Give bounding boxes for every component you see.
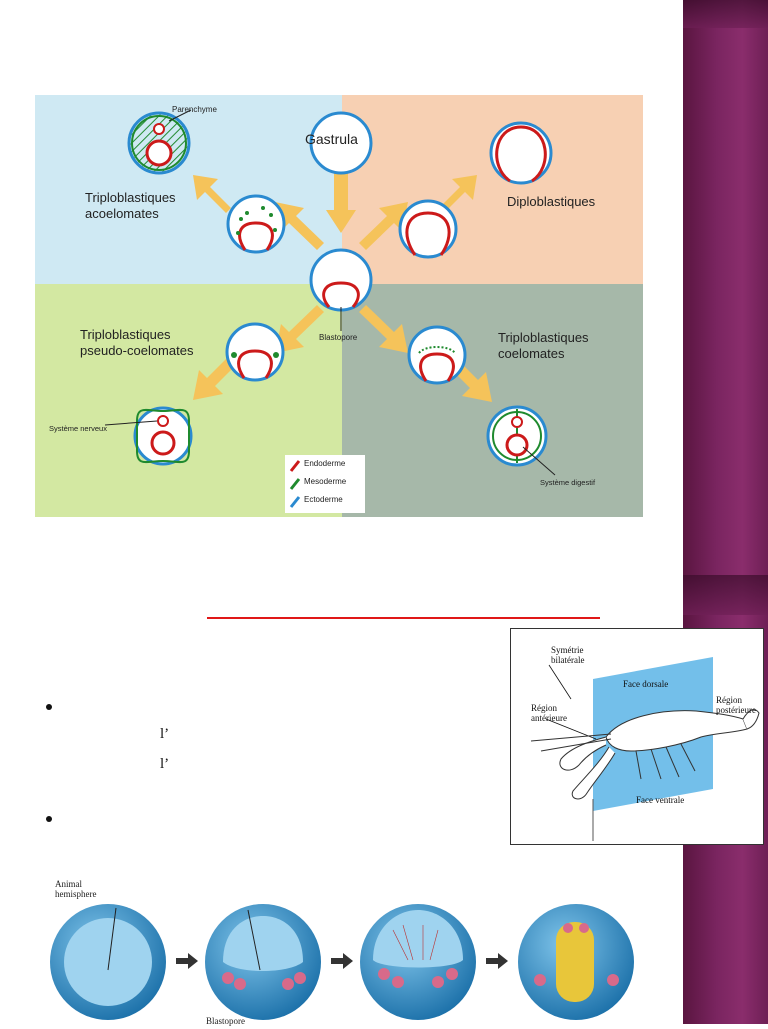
- arrow-right-icon: [176, 953, 198, 969]
- acoelomate-stage1: [228, 196, 284, 252]
- quadrant-diploblastiques: [342, 95, 643, 284]
- coelomate-stage1: [409, 327, 465, 383]
- sidebar-band: [683, 575, 768, 615]
- embryo-stage-4: [518, 904, 634, 1020]
- label-region-anterieure: Région antérieure: [531, 703, 567, 723]
- quadrant-acoelomates: [35, 95, 342, 284]
- crayfish-svg: [511, 629, 763, 844]
- embryo-stage-1: [50, 904, 166, 1020]
- sidebar-band: [683, 0, 768, 28]
- legend-endoderme: Endoderme: [304, 459, 345, 468]
- label-region-posterieure: Région postérieure: [716, 695, 756, 715]
- label-embryo-blastopore: Blastopore: [206, 1016, 245, 1026]
- gastrulation-sequence: Animal hemisphere Blastopore: [48, 870, 668, 1024]
- arrow-right-icon: [331, 953, 353, 969]
- label-animal-hemisphere: Animal hemisphere: [55, 879, 96, 899]
- label-pseudo-coelomates: Triploblastiques pseudo-coelomates: [80, 327, 193, 359]
- text-apostrophe: l’: [160, 726, 169, 743]
- label-systeme-digestif: Système digestif: [540, 478, 595, 487]
- quadrant-coelomates: [342, 284, 643, 517]
- label-systeme-nerveux: Système nerveux: [49, 424, 107, 433]
- label-acoelomates: Triploblastiques acoelomates: [85, 190, 176, 222]
- embryo-stage-2: [205, 904, 321, 1020]
- label-symetrie: Symétrie bilatérale: [551, 645, 584, 665]
- decorative-sidebar: [683, 0, 768, 1024]
- arrow-right-icon: [486, 953, 508, 969]
- label-gastrula: Gastrula: [305, 131, 358, 147]
- text-apostrophe: l’: [160, 756, 169, 773]
- label-diploblastiques: Diploblastiques: [507, 194, 595, 209]
- bullet-dot: [46, 816, 52, 822]
- crayfish-symmetry-figure: Symétrie bilatérale Face dorsale Région …: [510, 628, 764, 845]
- label-face-ventrale: Face ventrale: [636, 795, 684, 805]
- label-face-dorsale: Face dorsale: [623, 679, 668, 689]
- germ-layer-svg: [35, 95, 643, 517]
- legend-mesoderme: Mesoderme: [304, 477, 346, 486]
- pseudocoelomate-stage1: [227, 324, 283, 380]
- diploblastic-stage2: [491, 123, 551, 183]
- diploblastic-stage1: [400, 201, 456, 257]
- gastrulation-svg: [48, 870, 668, 1024]
- germ-layer-diagram: Gastrula Parenchyme Triploblastiques aco…: [35, 95, 643, 517]
- label-parenchyme: Parenchyme: [172, 105, 217, 114]
- label-blastopore: Blastopore: [319, 333, 357, 342]
- legend-ectoderme: Ectoderme: [304, 495, 343, 504]
- bullet-dot: [46, 704, 52, 710]
- label-coelomates: Triploblastiques coelomates: [498, 330, 589, 362]
- embryo-stage-3: [360, 904, 476, 1020]
- title-underline: [207, 617, 600, 619]
